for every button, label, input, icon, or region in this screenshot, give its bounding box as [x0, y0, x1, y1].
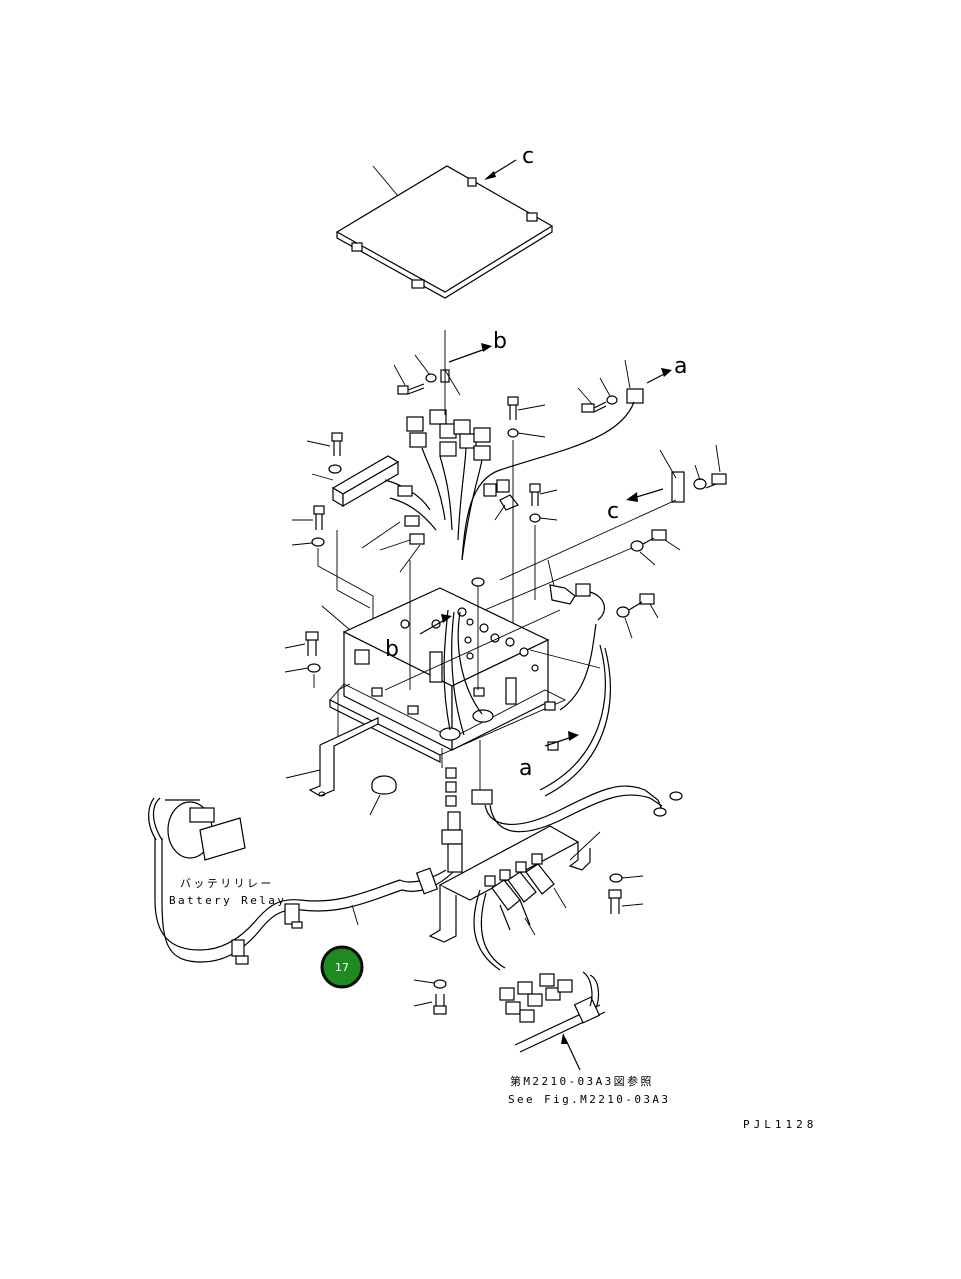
see-fig-label-en: See Fig.M2210-03A3 [508, 1093, 670, 1106]
drawing-code: PJL1128 [743, 1118, 817, 1131]
cables-lower [154, 644, 683, 965]
relay-cluster-lower [499, 971, 606, 1071]
callout-17[interactable]: 17 [320, 945, 364, 989]
cap [369, 775, 397, 816]
relay-center-right [547, 559, 606, 711]
see-fig-label-jp: 第M2210-03A3図参照 [510, 1074, 654, 1088]
cover-plate [335, 159, 554, 299]
relay-left [291, 432, 437, 640]
bracket-right [499, 444, 727, 581]
relay-cluster-upper [406, 330, 492, 561]
relay-upper-right [461, 359, 672, 561]
bolts-lower-left [284, 631, 321, 688]
view-label-c-top: c [522, 144, 534, 169]
view-label-c-right: c [607, 499, 619, 524]
view-label-a-top: a [674, 354, 687, 379]
control-box [321, 560, 601, 763]
callout-17-number[interactable]: 17 [335, 961, 349, 974]
view-label-a-bottom: a [519, 756, 532, 781]
bolts-center [483, 396, 558, 660]
view-label-b-left: b [385, 637, 399, 662]
battery-relay-label-jp: バッテリリレー [180, 877, 274, 890]
view-label-b-top: b [493, 329, 507, 354]
callout-17-circle[interactable] [320, 945, 364, 989]
bolts-right [479, 529, 681, 639]
battery-relay [148, 797, 246, 861]
bracket-lower [413, 825, 644, 1015]
base-bracket-left [285, 683, 379, 797]
bolts-upper-left [393, 354, 437, 395]
battery-relay-label-en: Battery Relay [169, 894, 286, 907]
